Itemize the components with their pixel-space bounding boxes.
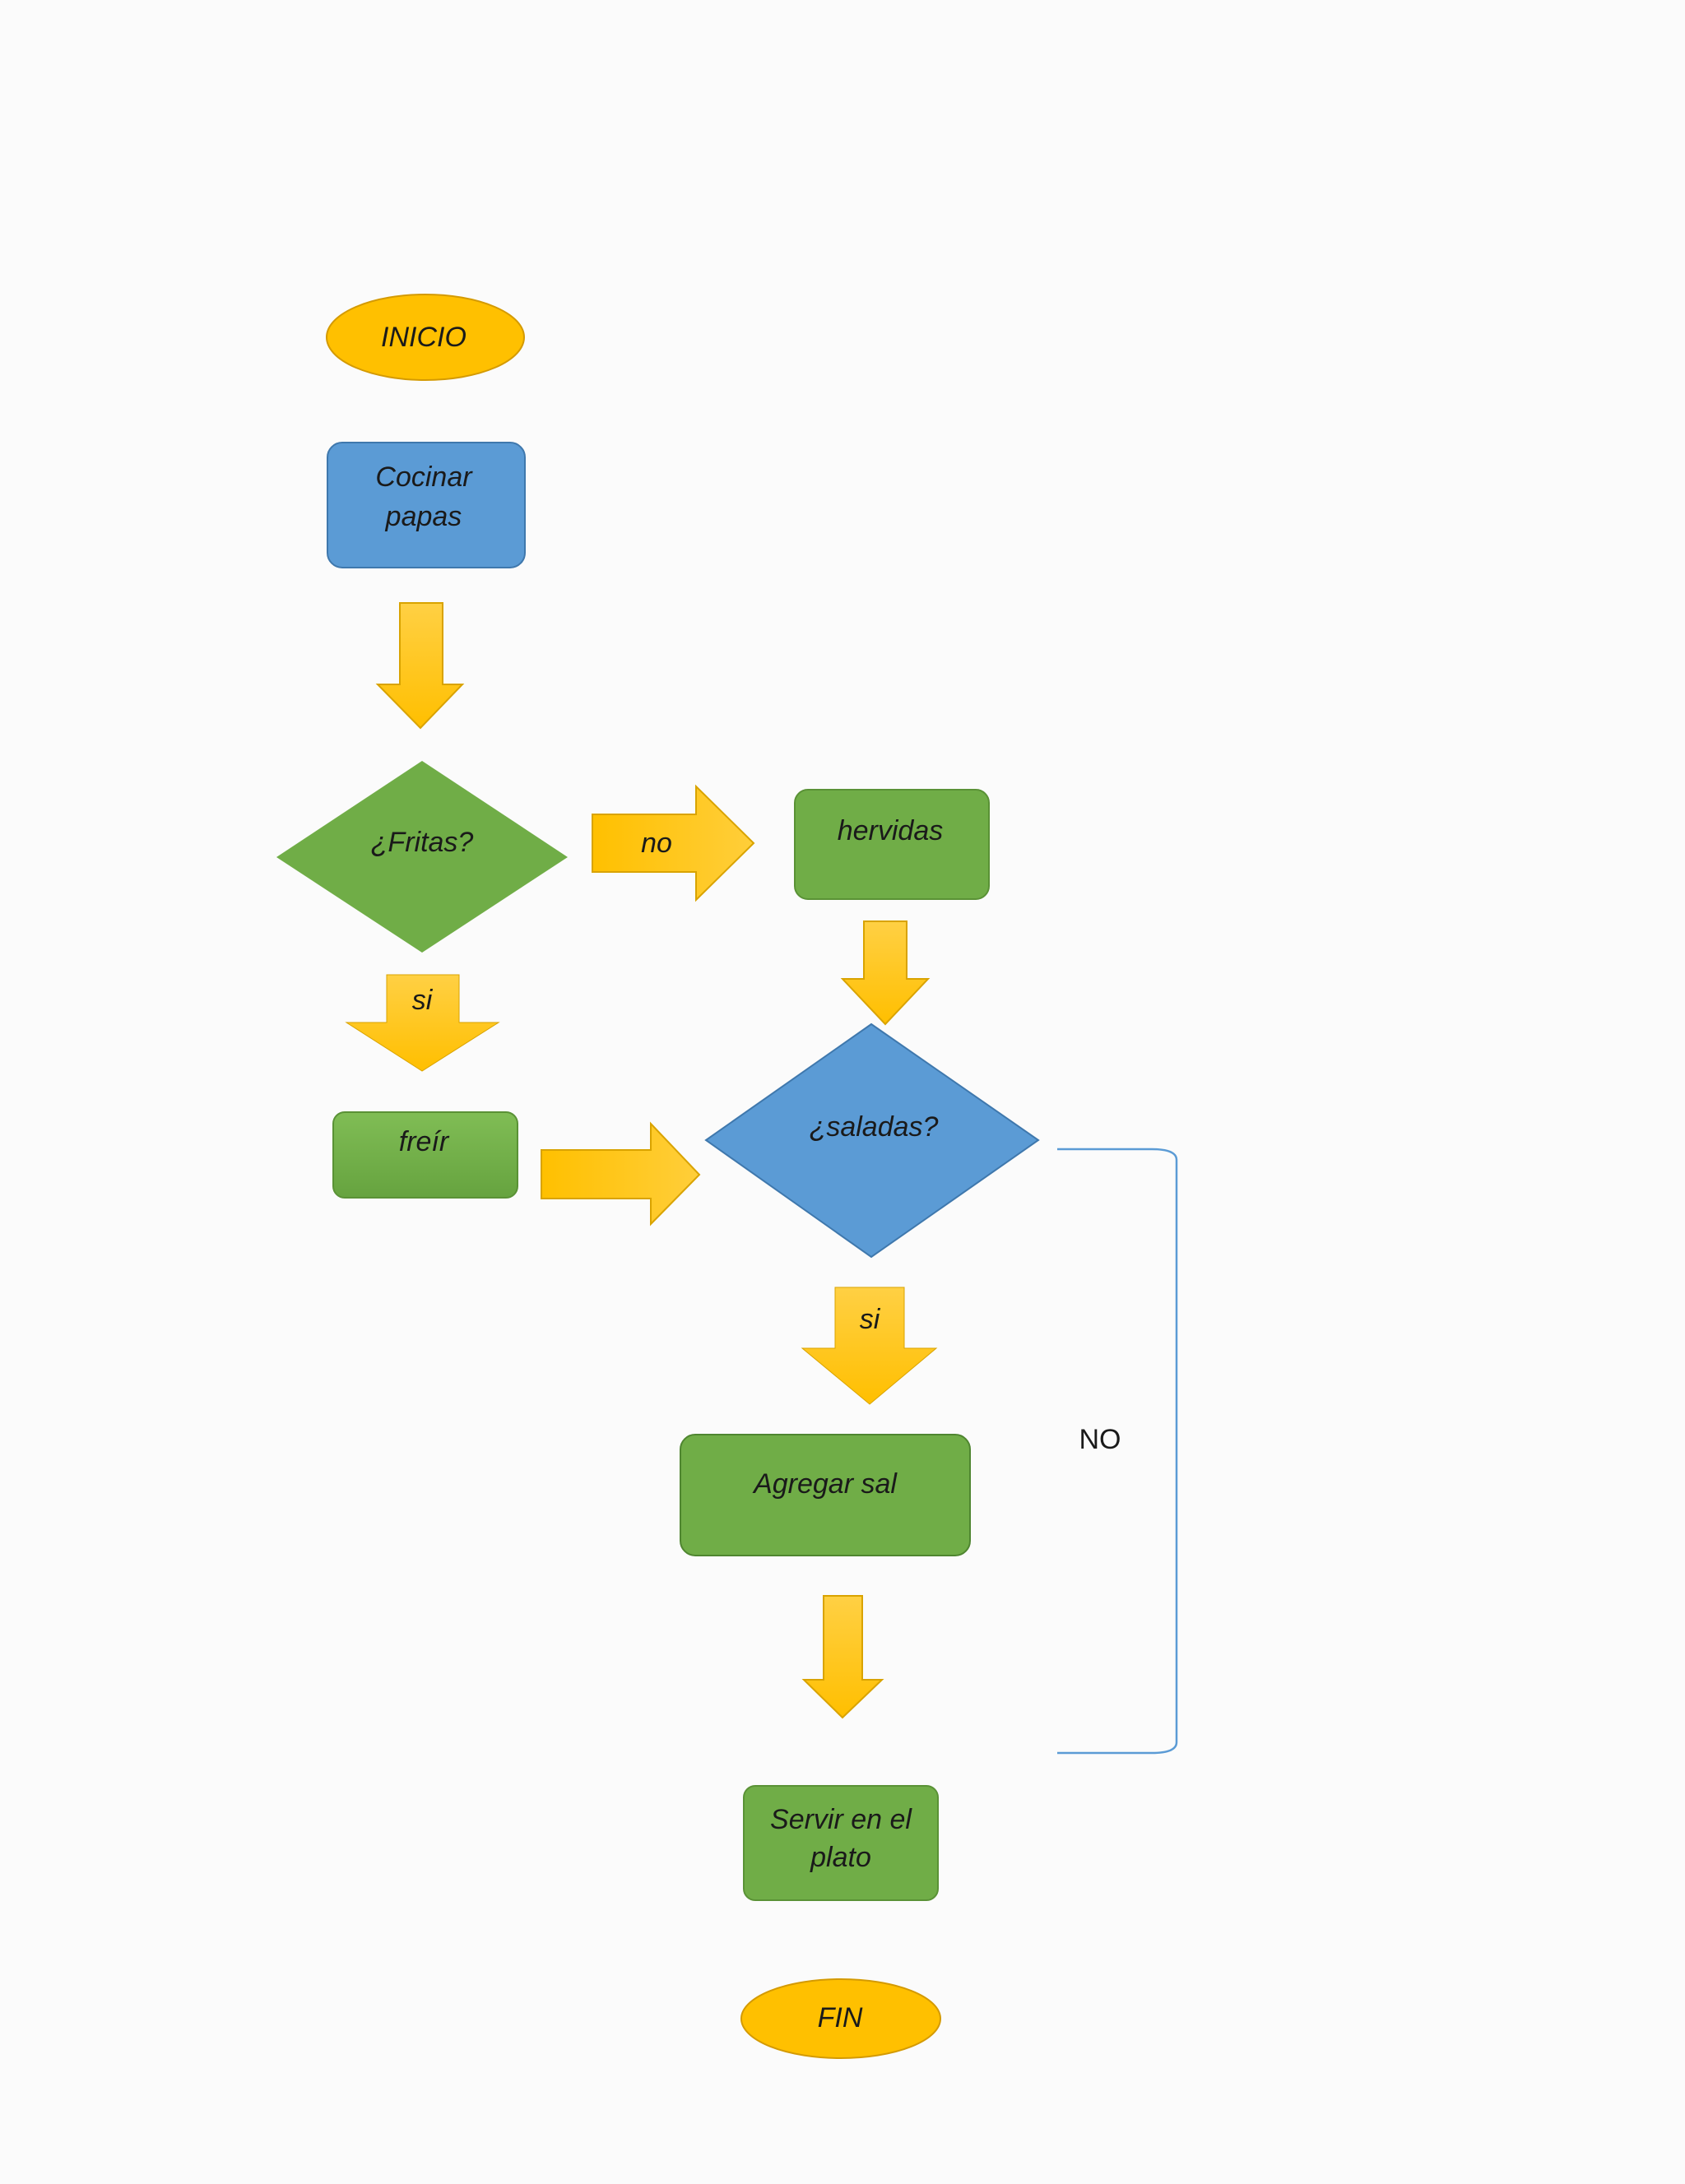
decision-salted-label: ¿saladas? xyxy=(810,1111,939,1143)
cook-label-line1: Cocinar xyxy=(375,461,473,493)
cook-potatoes-process: Cocinar papas xyxy=(327,442,526,568)
yes-label-right: si xyxy=(860,1304,881,1335)
add-salt-label: Agregar sal xyxy=(752,1468,898,1500)
start-terminal: INICIO xyxy=(326,294,525,381)
no-bracket-connector xyxy=(1057,1148,1178,1755)
arrow-yes-left: si xyxy=(345,974,500,1072)
fry-process: freír xyxy=(332,1111,518,1199)
no-bracket-label: NO xyxy=(1079,1424,1121,1455)
serve-label-line2: plato xyxy=(810,1842,871,1873)
decision-fried: ¿Fritas? xyxy=(276,761,568,953)
serve-process: Servir en el plato xyxy=(743,1785,939,1901)
decision-fried-label: ¿Fritas? xyxy=(371,827,474,858)
end-terminal: FIN xyxy=(740,1978,941,2059)
arrow-fry-to-salted xyxy=(541,1121,701,1226)
fry-label: freír xyxy=(399,1126,450,1157)
decision-salted: ¿saladas? xyxy=(704,1022,1040,1259)
arrow-down-boiled xyxy=(840,920,931,1026)
boiled-process: hervidas xyxy=(794,789,990,900)
boiled-label: hervidas xyxy=(838,815,944,846)
yes-label-left: si xyxy=(412,985,434,1016)
end-label: FIN xyxy=(818,2002,863,2033)
arrow-no-right: no xyxy=(592,784,755,902)
serve-label-line1: Servir en el xyxy=(770,1804,912,1835)
cook-label-line2: papas xyxy=(385,501,462,532)
add-salt-process: Agregar sal xyxy=(680,1434,971,1556)
no-label: no xyxy=(641,828,672,859)
arrow-down-salt xyxy=(801,1595,884,1719)
start-label: INICIO xyxy=(381,322,467,353)
arrow-yes-right: si xyxy=(801,1287,938,1405)
arrow-down-1 xyxy=(375,602,465,730)
